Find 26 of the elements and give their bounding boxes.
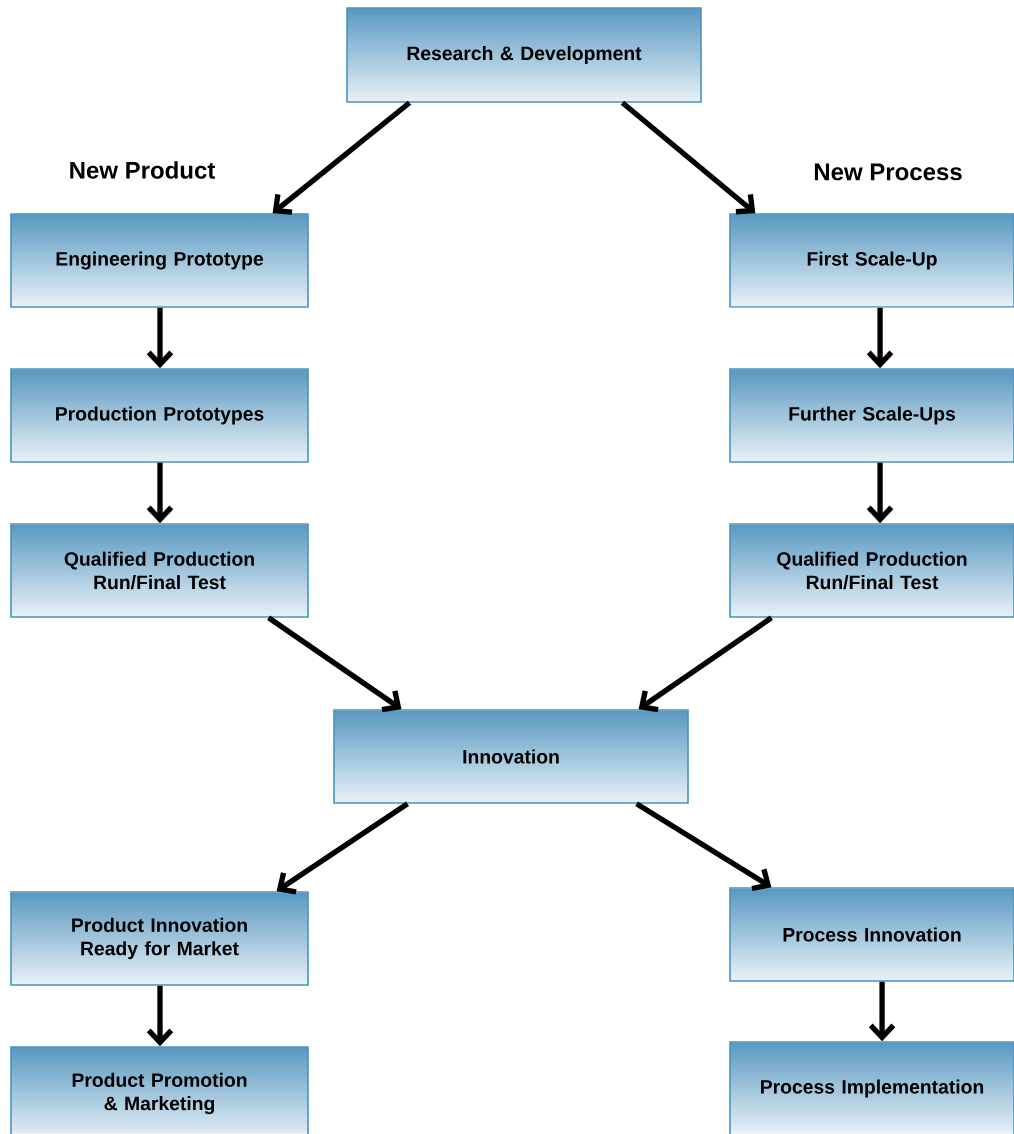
arrow — [866, 307, 894, 369]
arrow — [276, 801, 409, 895]
process-box: Engineering Prototype — [10, 213, 309, 308]
arrow — [868, 981, 896, 1042]
process-box: Process Innovation — [729, 887, 1014, 982]
branch-heading: New Product — [70, 161, 216, 179]
process-box: Process Implementation — [729, 1041, 1014, 1134]
arrow — [267, 615, 402, 713]
process-box: Product Innovation Ready for Market — [10, 891, 309, 986]
arrow — [638, 615, 773, 713]
branch-heading: New Process — [814, 163, 962, 181]
process-box: Production Prototypes — [10, 368, 309, 463]
process-box: Research & Development — [346, 7, 702, 103]
arrow — [146, 307, 174, 369]
arrow — [635, 801, 772, 892]
arrow — [146, 462, 174, 524]
arrow — [866, 462, 894, 524]
process-box: Product Promotion & Marketing — [10, 1046, 309, 1134]
process-box: First Scale-Up — [729, 213, 1014, 308]
process-box: Qualified Production Run/Final Test — [729, 523, 1014, 618]
arrow — [620, 100, 756, 215]
arrow — [146, 985, 174, 1047]
process-box: Further Scale-Ups — [729, 368, 1014, 463]
process-box: Innovation — [333, 709, 689, 804]
arrow — [272, 100, 412, 215]
process-box: Qualified Production Run/Final Test — [10, 523, 309, 618]
